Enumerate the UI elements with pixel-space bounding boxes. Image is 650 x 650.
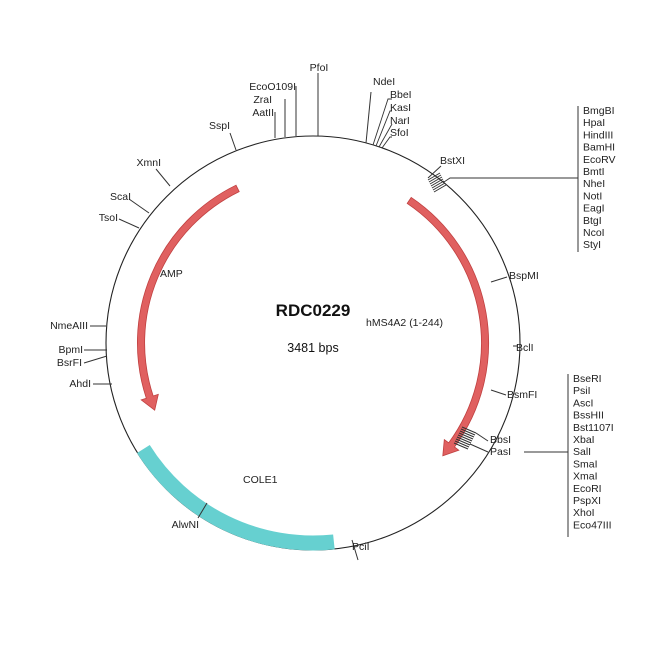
mcs-upper-styi-label: StyI bbox=[583, 239, 601, 251]
bsmfi-label: BsmFI bbox=[507, 389, 537, 401]
amp-feature-arrow bbox=[137, 184, 240, 411]
mcs-lower-bst1107i-label: Bst1107I bbox=[573, 422, 614, 434]
nmeaiii-label: NmeAIII bbox=[50, 320, 88, 332]
mcs-upper-noti-label: NotI bbox=[583, 190, 602, 202]
sfoi-label: SfoI bbox=[390, 127, 409, 139]
mcs-lower-eco47iii-label: Eco47III bbox=[573, 519, 612, 531]
mcs-upper-nhei-label: NheI bbox=[583, 178, 605, 190]
ecoo109i-label: EcoO109I bbox=[249, 81, 296, 93]
sfoi-leader bbox=[381, 136, 392, 149]
bbei-leader bbox=[372, 98, 392, 146]
mcs-lower-bsshii-label: BssHII bbox=[573, 410, 604, 422]
aatii-label: AatII bbox=[252, 107, 274, 119]
bpmi-label: BpmI bbox=[58, 344, 83, 356]
mcs-upper-list: BmgBIHpaIHindIIIBamHIEcoRVBmtINheINotIEa… bbox=[583, 105, 616, 251]
tsoi-label: TsoI bbox=[99, 212, 118, 224]
alwni-tick bbox=[197, 502, 208, 519]
mcs-upper-btgi-label: BtgI bbox=[583, 215, 602, 227]
mcs-lower-pspxi-label: PspXI bbox=[573, 495, 601, 507]
mcs-upper-hindiii-label: HindIII bbox=[583, 129, 613, 141]
mcs-upper-leader bbox=[443, 177, 578, 183]
ndei-label: NdeI bbox=[373, 76, 395, 88]
ndei-tick bbox=[365, 91, 372, 144]
pcii-label: PciI bbox=[352, 541, 370, 553]
mcs-lower-psii-label: PsiI bbox=[573, 385, 591, 397]
kasi-leader bbox=[375, 110, 392, 147]
mcs-lower-sali-label: SalI bbox=[573, 446, 591, 458]
bstxi-tick bbox=[427, 165, 442, 179]
kasi-label: KasI bbox=[390, 102, 411, 114]
mcs-lower-bseri-label: BseRI bbox=[573, 373, 602, 385]
hms4a2-label: hMS4A2 (1-244) bbox=[366, 317, 443, 329]
mcs-upper-hpai-label: HpaI bbox=[583, 117, 605, 129]
bspmi-label: BspMI bbox=[509, 270, 539, 282]
mcs-lower-ticks bbox=[453, 426, 477, 450]
cole1-feature-arc bbox=[137, 445, 335, 551]
nari-label: NarI bbox=[390, 115, 410, 127]
scai-tick bbox=[128, 198, 150, 214]
mcs-upper-bmti-label: BmtI bbox=[583, 166, 605, 178]
bsrfi-label: BsrFI bbox=[57, 357, 82, 369]
mcs-lower-asci-label: AscI bbox=[573, 397, 593, 409]
xmni-label: XmnI bbox=[136, 157, 161, 169]
sspi-tick bbox=[229, 132, 237, 151]
hms4a2-feature-arrow bbox=[406, 196, 490, 457]
cole1-label: COLE1 bbox=[243, 474, 278, 486]
bbei-label: BbeI bbox=[390, 89, 412, 101]
mcs-lower-smai-label: SmaI bbox=[573, 458, 598, 470]
scai-label: ScaI bbox=[110, 191, 131, 203]
mcs-upper-eagi-label: EagI bbox=[583, 203, 605, 215]
mcs-lower-xbai-label: XbaI bbox=[573, 434, 595, 446]
bstxi-label: BstXI bbox=[440, 155, 465, 167]
bsrfi-tick bbox=[83, 355, 108, 364]
pfoi-label: PfoI bbox=[310, 62, 329, 74]
mcs-upper-bamhi-label: BamHI bbox=[583, 142, 615, 154]
bcli-label: BclI bbox=[516, 342, 534, 354]
xmni-tick bbox=[155, 168, 171, 187]
amp-label: AMP bbox=[160, 268, 183, 280]
mcs-lower-xmai-label: XmaI bbox=[573, 471, 598, 483]
ahdi-label: AhdI bbox=[69, 378, 91, 390]
pcii-tick bbox=[351, 539, 359, 561]
mcs-lower-list: BseRIPsiIAscIBssHIIBst1107IXbaISalISmaIX… bbox=[573, 373, 614, 531]
mcs-lower-ecori-label: EcoRI bbox=[573, 483, 602, 495]
plasmid-size: 3481 bps bbox=[287, 341, 338, 355]
mcs-upper-ncoi-label: NcoI bbox=[583, 227, 605, 239]
bsmfi-tick bbox=[490, 389, 507, 396]
bbsi-tick bbox=[475, 432, 489, 442]
mcs-lower-xhoi-label: XhoI bbox=[573, 507, 595, 519]
sspi-label: SspI bbox=[209, 120, 230, 132]
pasi-tick bbox=[469, 443, 489, 453]
mcs-upper-ecorv-label: EcoRV bbox=[583, 154, 616, 166]
zrai-label: ZraI bbox=[253, 94, 272, 106]
mcs-upper-ticks bbox=[427, 172, 447, 193]
pasi-label: PasI bbox=[490, 446, 511, 458]
tsoi-tick bbox=[118, 218, 140, 229]
bspmi-tick bbox=[490, 276, 508, 283]
mcs-upper-bmgbi-label: BmgBI bbox=[583, 105, 615, 117]
nari-leader bbox=[378, 123, 393, 148]
alwni-label: AlwNI bbox=[172, 519, 199, 531]
bbsi-label: BbsI bbox=[490, 434, 511, 446]
plasmid-name: RDC0229 bbox=[276, 301, 351, 320]
